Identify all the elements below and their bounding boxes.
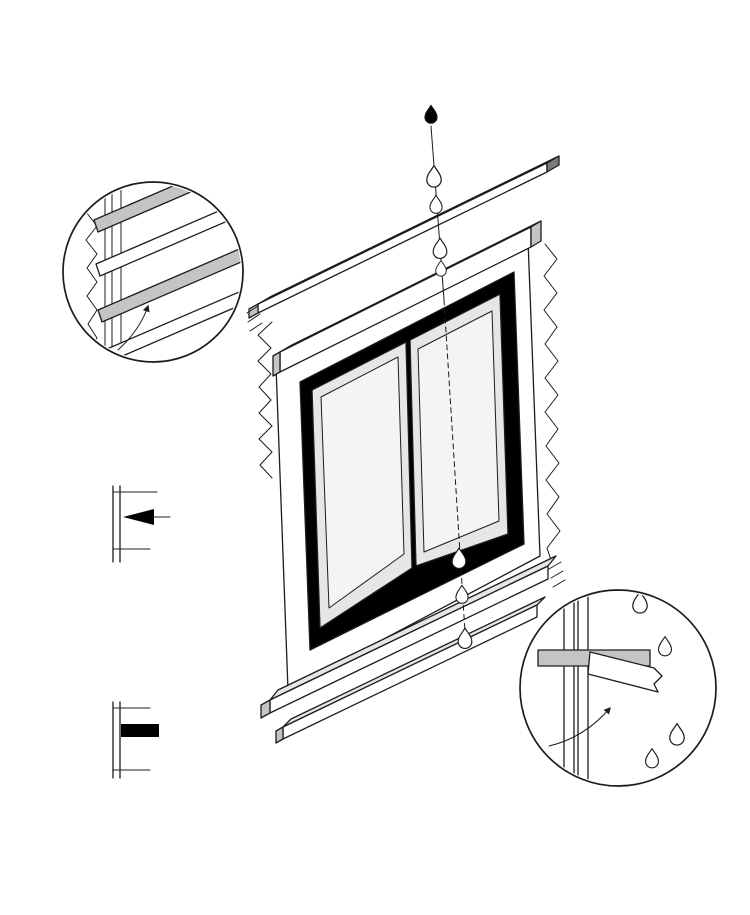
wall-board-inner [577, 592, 589, 784]
callout-sill-drip-content [537, 592, 685, 784]
pointer-arrow-icon [123, 509, 154, 525]
siding-board-upper [95, 200, 241, 277]
head-casing [272, 220, 542, 377]
flange-lines [112, 491, 158, 550]
flange-lines [112, 707, 151, 771]
water-drop-icon [435, 259, 447, 277]
strip-lines [112, 701, 121, 779]
drip-cap-right-end [546, 155, 560, 173]
left-sash [311, 341, 413, 629]
clip-detail-lower [112, 701, 159, 779]
leader-arrow-curve [117, 304, 150, 351]
drip-cap-end-hatch [246, 305, 263, 332]
water-drop-icon [426, 164, 442, 188]
window-assembly [246, 104, 566, 744]
callout-head-flashing-content [85, 184, 241, 360]
head-casing-right-end [530, 220, 542, 248]
clip-detail-upper [112, 485, 171, 563]
strip-lines [112, 485, 121, 563]
wall-board-outer [563, 592, 575, 784]
callout-sill-drip-detail [519, 589, 717, 787]
siding-board-lower [99, 288, 241, 360]
callout-head-flashing-detail [62, 181, 244, 363]
right-sash-glass [417, 310, 500, 553]
apron-left-end [275, 726, 284, 744]
sill-left-end [260, 699, 271, 719]
callout-circle [519, 589, 717, 787]
water-drop-filled-icon [424, 104, 438, 124]
water-drop-icon [432, 237, 448, 260]
flashing-board-lower [97, 246, 241, 323]
leader-arrow-curve [548, 706, 611, 747]
water-drop-icon [429, 194, 443, 214]
head-casing-left-end [272, 351, 281, 377]
left-sash-glass [320, 356, 405, 609]
clip-bar [121, 724, 159, 737]
apron [275, 596, 546, 744]
break-line-zigzag-right [543, 243, 561, 561]
water-drop-icon [457, 627, 473, 650]
right-sash [409, 293, 509, 567]
sill [260, 555, 566, 719]
flashing-board-upper [93, 184, 241, 233]
sill-end-hatch [548, 561, 566, 588]
sill-board-section [587, 651, 663, 693]
drip-cap [246, 155, 560, 332]
break-line-zigzag-left [257, 321, 273, 479]
